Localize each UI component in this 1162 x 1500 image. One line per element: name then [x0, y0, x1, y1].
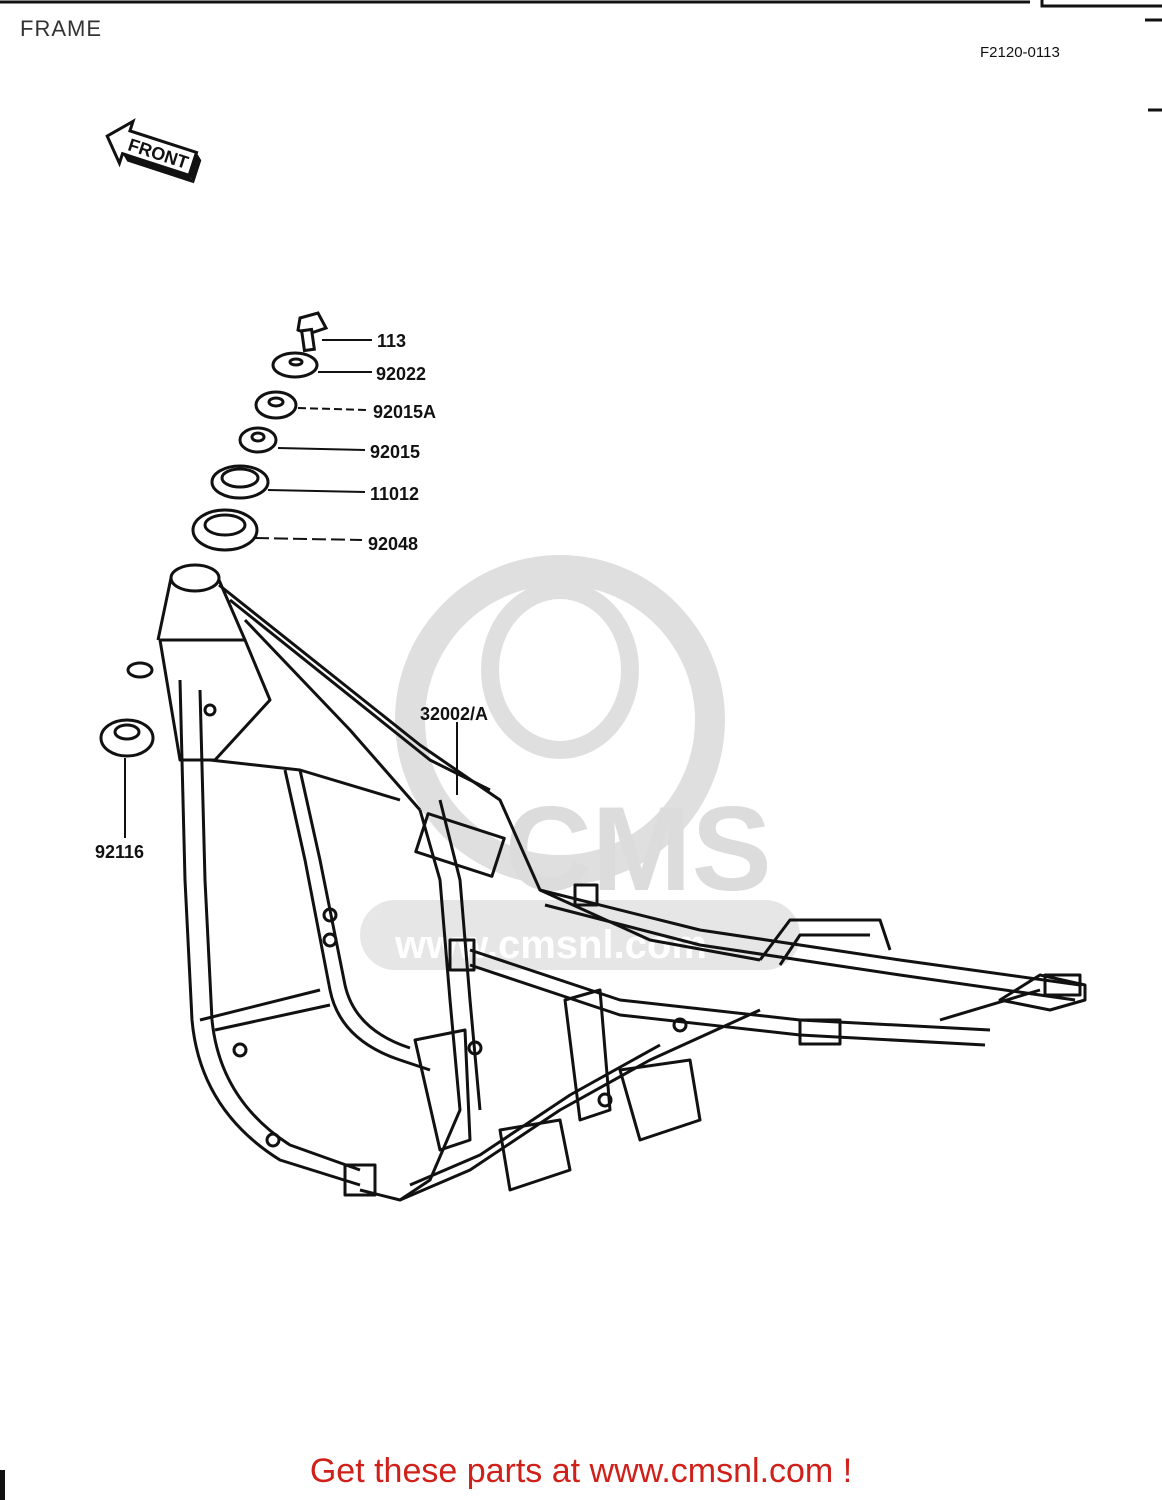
- part-label-113: 113: [377, 331, 406, 351]
- diagram-code: F2120-0113: [980, 44, 1060, 61]
- part-label-92015A: 92015A: [373, 402, 436, 422]
- watermark-brand: CMS: [505, 782, 772, 916]
- part-label-92015: 92015: [370, 442, 420, 462]
- bearing-11012-icon: [210, 464, 270, 500]
- seal-92048-icon: [191, 508, 259, 552]
- motorcycle-frame-drawing: [126, 563, 1087, 1202]
- page-title: FRAME: [20, 16, 102, 41]
- leader-lines: [124, 339, 458, 838]
- part-label-11012: 11012: [370, 484, 419, 504]
- part-label-92022: 92022: [376, 364, 426, 384]
- bolt-113-icon: [296, 311, 329, 353]
- part-labels: 113 92022 92015A 92015 11012 92048 32002…: [95, 331, 488, 862]
- nut-92015A-icon: [254, 390, 298, 420]
- cmsnl-watermark: CMS www.cmsnl.com: [360, 555, 800, 970]
- grommet-92116-icon: [99, 718, 155, 758]
- watermark-url: www.cmsnl.com: [394, 923, 707, 967]
- scan-edge-mark: [0, 1470, 5, 1500]
- part-label-32002A: 32002/A: [420, 704, 488, 724]
- part-label-92116: 92116: [95, 842, 144, 862]
- nut-92015-icon: [238, 426, 278, 454]
- footer-link[interactable]: Get these parts at www.cmsnl.com !: [309, 1452, 853, 1490]
- washer-92022-icon: [271, 351, 319, 379]
- front-arrow-icon: FRONT: [105, 118, 202, 184]
- scan-border-box: [1040, 0, 1162, 8]
- part-label-92048: 92048: [368, 534, 418, 554]
